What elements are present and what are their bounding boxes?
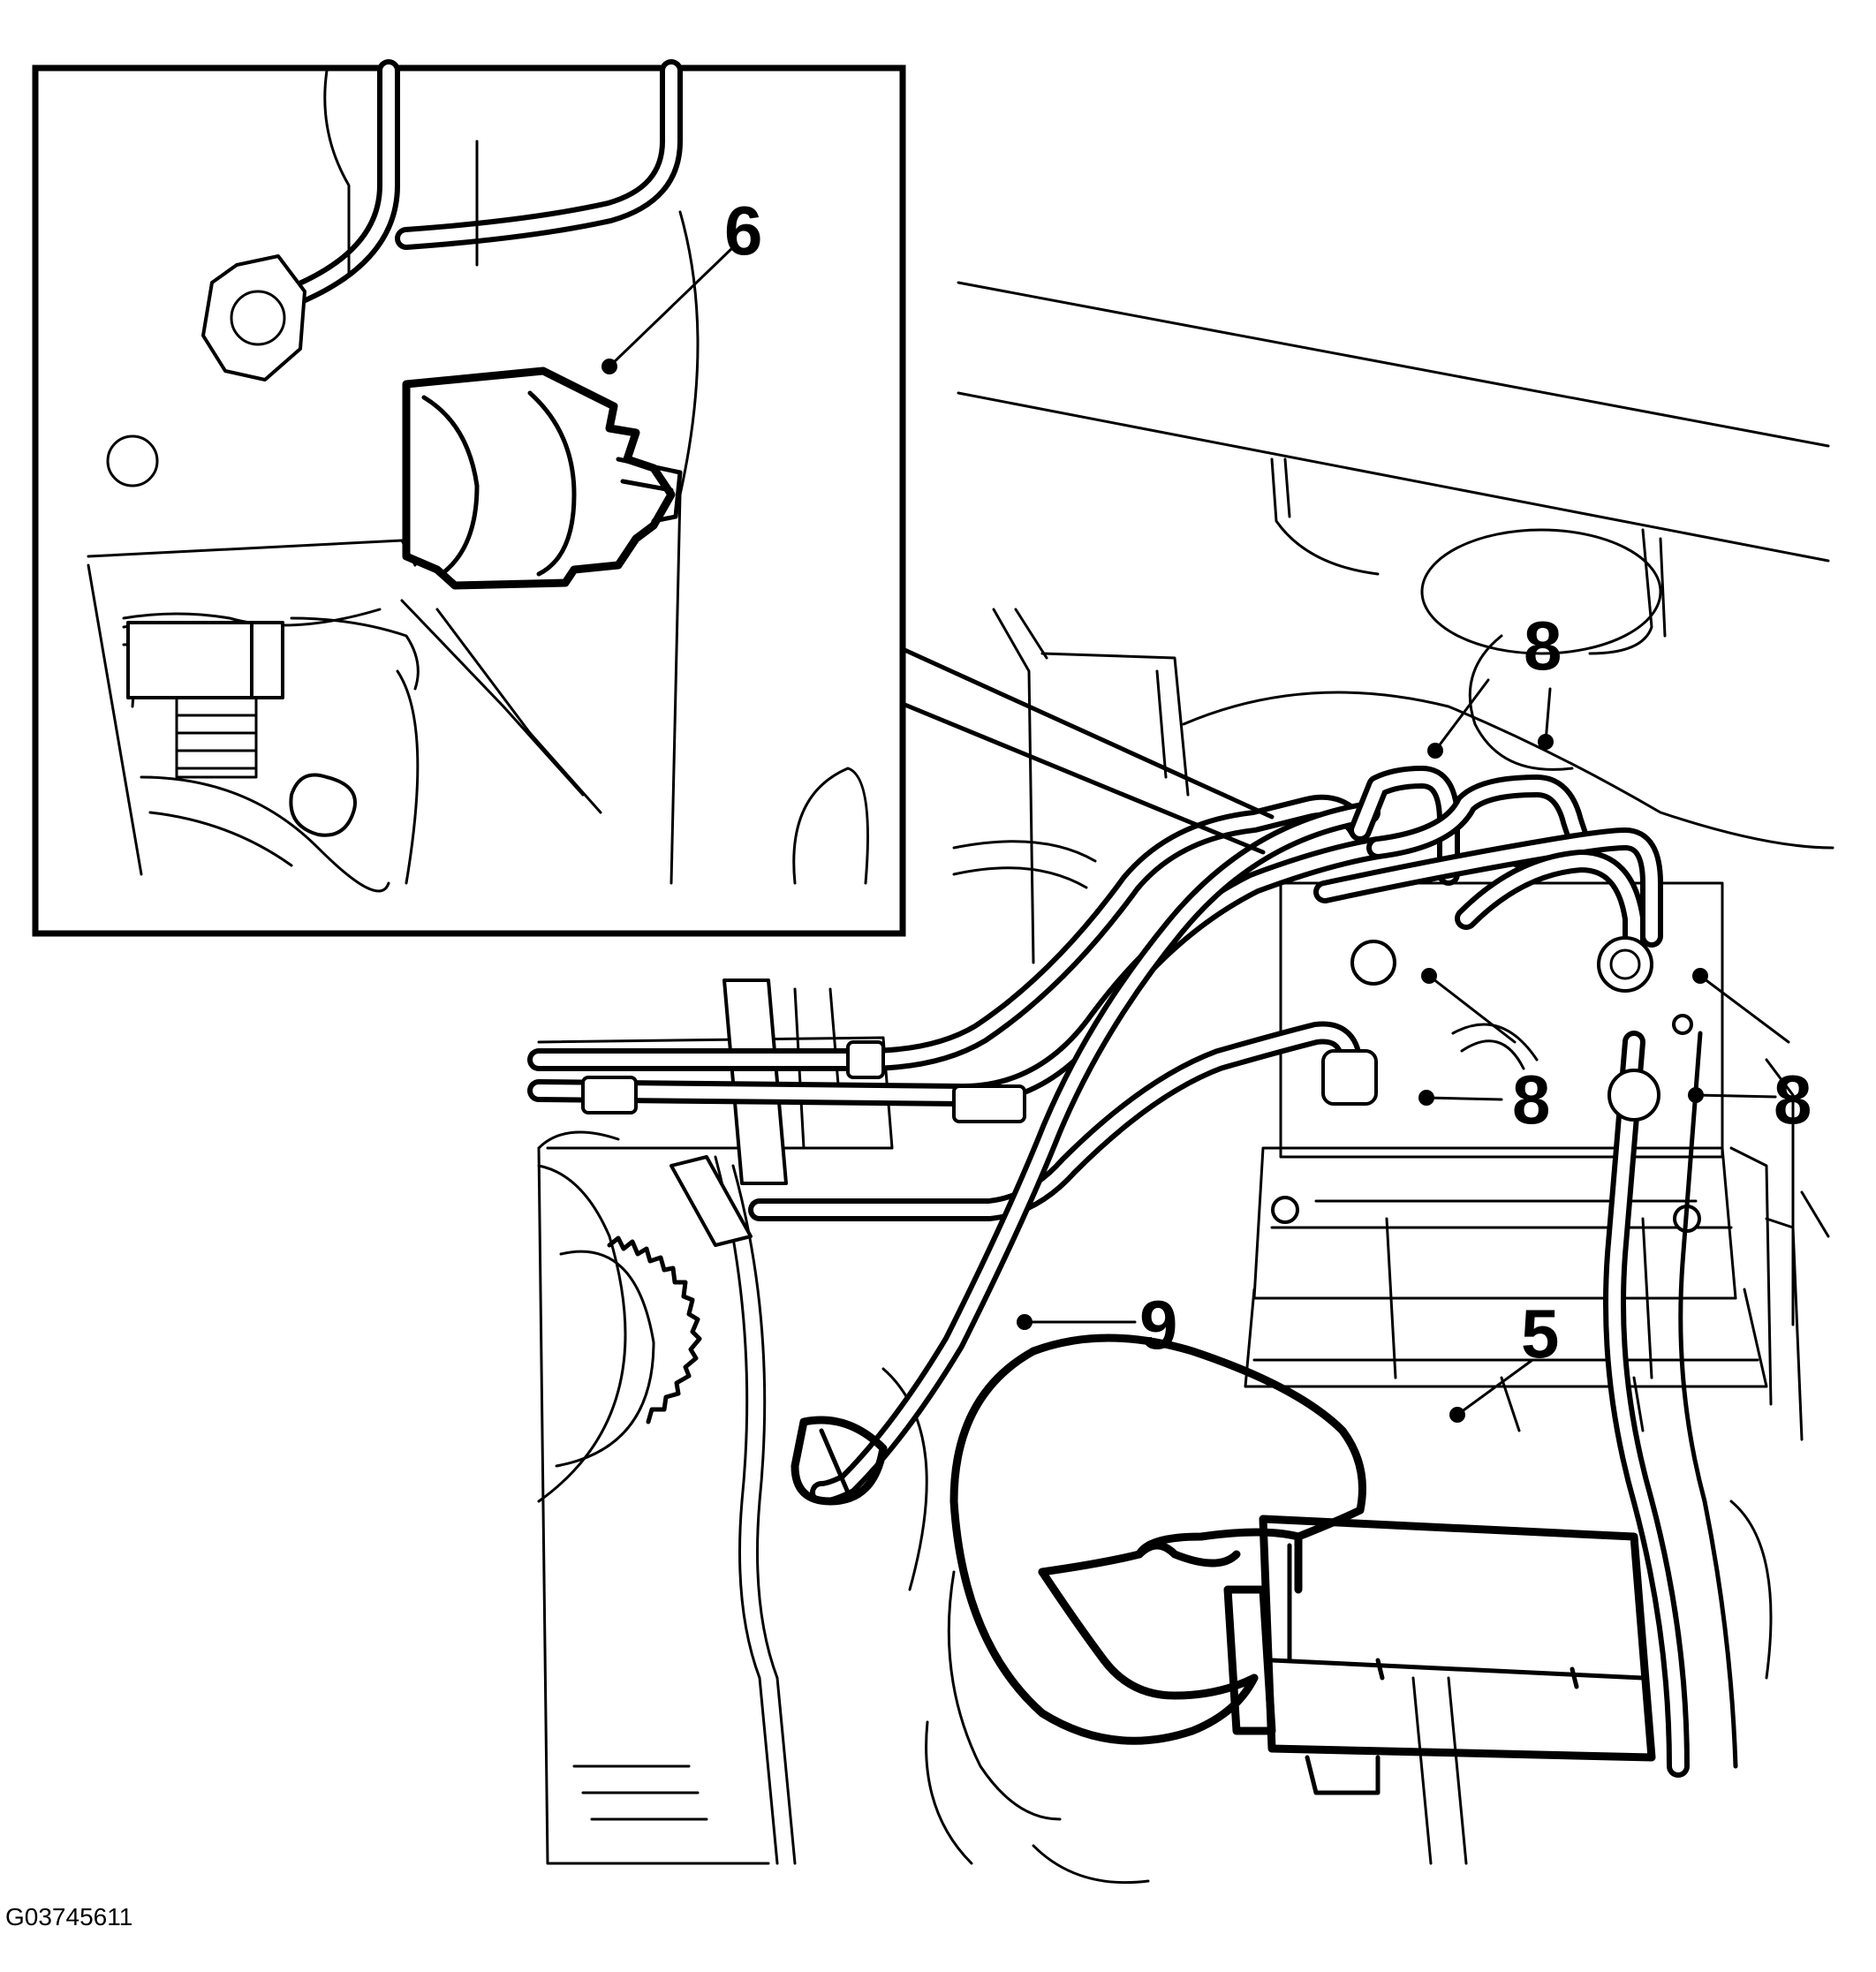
callout-8-middle: 8 xyxy=(1512,1061,1550,1138)
abs-modulator-block xyxy=(1244,881,1804,1441)
callout-8-right: 8 xyxy=(1774,1061,1812,1138)
detail-inset xyxy=(32,59,1275,937)
flare-nuts xyxy=(581,936,1660,1506)
reservoir-housing xyxy=(537,1130,928,1865)
callout-6: 6 xyxy=(724,192,762,269)
figure-id: G03745611 xyxy=(5,1903,132,1930)
lower-ducting xyxy=(925,1058,1830,1885)
frame-rails xyxy=(952,281,1834,964)
callout-9: 9 xyxy=(1139,1286,1177,1364)
nut-right-lower xyxy=(1607,1069,1660,1122)
rubber-hose xyxy=(949,1334,1656,1795)
callout-5: 5 xyxy=(1521,1295,1559,1372)
nut-right-upper xyxy=(1597,936,1653,993)
brake-pipes xyxy=(527,766,1738,1778)
leader-lines xyxy=(1017,678,1790,1423)
nut-left-lower xyxy=(1321,1049,1378,1106)
inset-drawing xyxy=(87,59,869,893)
callout-8-top: 8 xyxy=(1524,607,1562,684)
inset-frame xyxy=(32,64,906,937)
main-view xyxy=(527,281,1834,1885)
nut-left-upper xyxy=(1350,940,1396,986)
